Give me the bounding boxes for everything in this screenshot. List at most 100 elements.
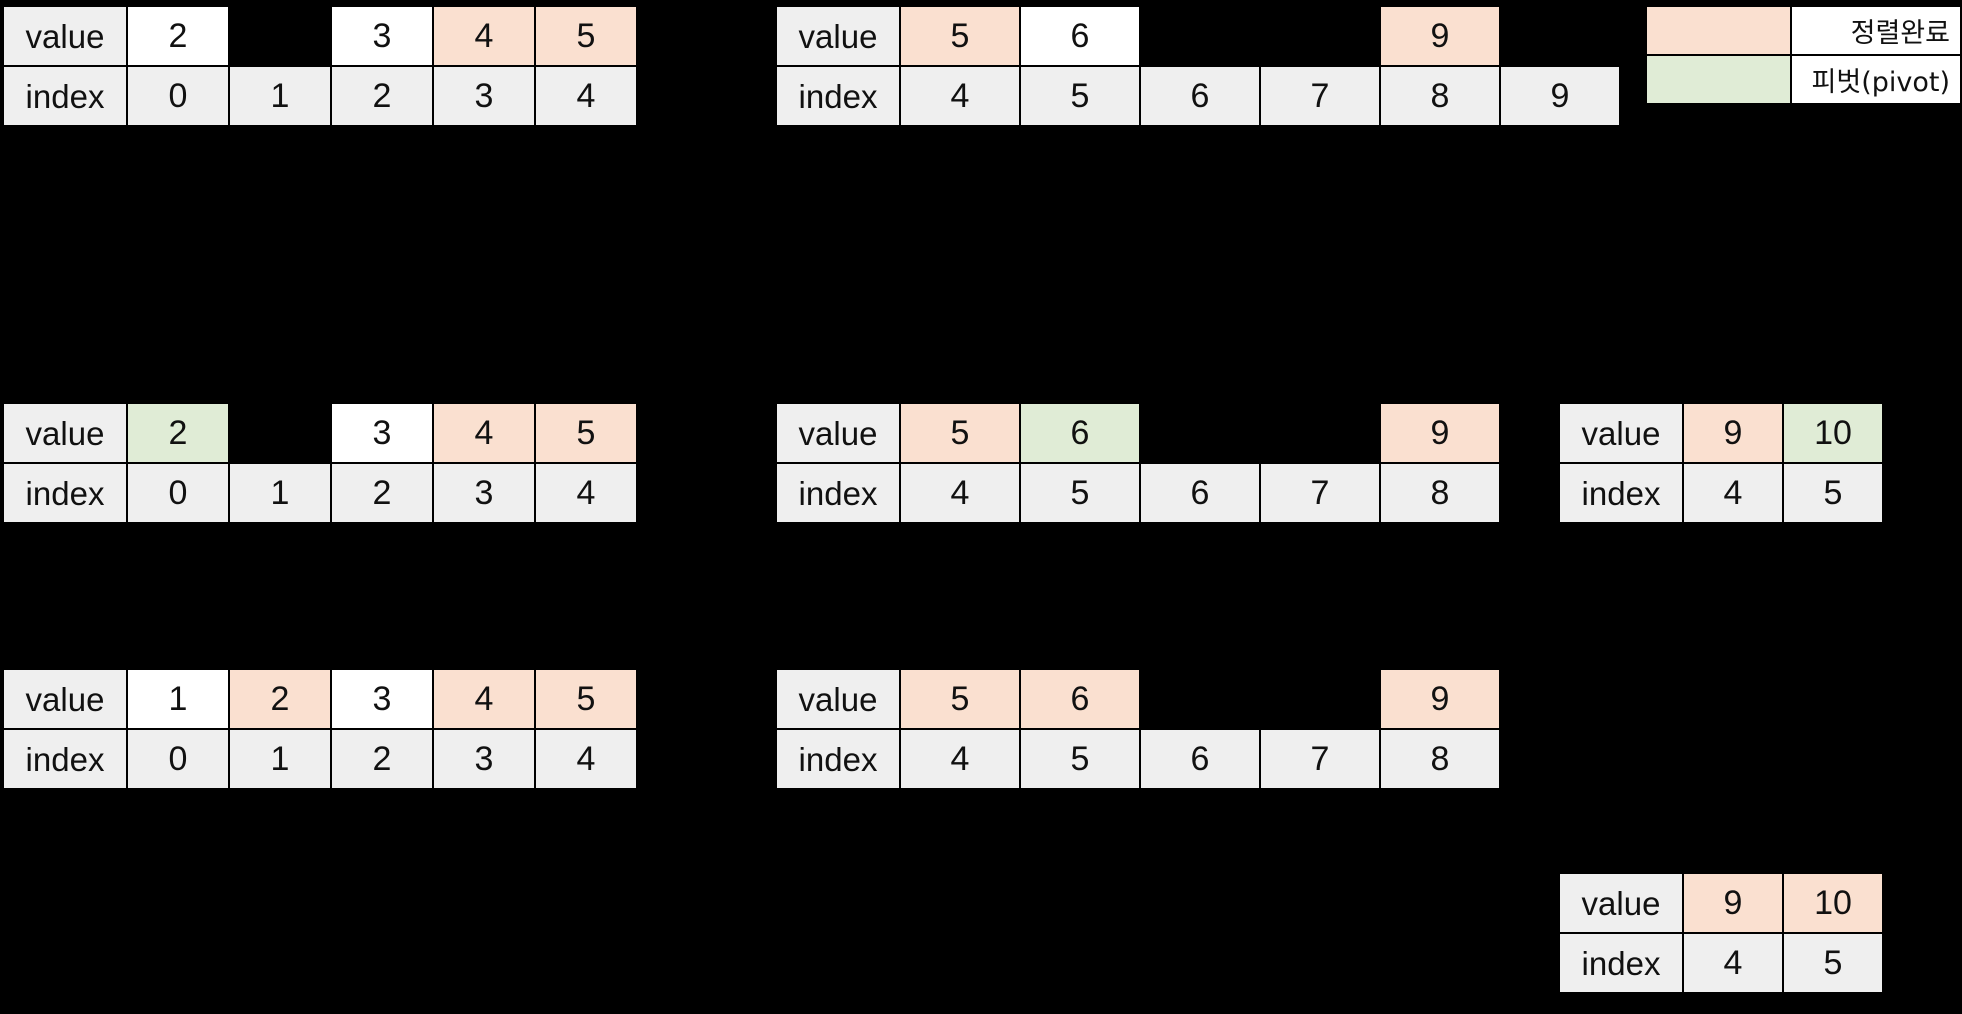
- value-cell: [1259, 668, 1381, 730]
- index-cell: 3: [432, 65, 536, 127]
- value-row-label: value: [2, 668, 128, 730]
- index-cell: 9: [1499, 65, 1621, 127]
- index-cell: 0: [126, 65, 230, 127]
- value-cell: [228, 402, 332, 464]
- index-cell: 4: [899, 728, 1021, 790]
- value-cell: [228, 5, 332, 67]
- value-cell: 5: [534, 402, 638, 464]
- value-cell: 9: [1379, 5, 1501, 67]
- value-cell: [1259, 5, 1381, 67]
- index-row-label: index: [775, 462, 901, 524]
- value-cell: [1139, 668, 1261, 730]
- value-cell: 2: [126, 5, 230, 67]
- value-cell: 5: [534, 668, 638, 730]
- index-cell: 2: [330, 462, 434, 524]
- legend-row: 피벗(pivot): [1644, 54, 1962, 105]
- index-cell: 7: [1259, 65, 1381, 127]
- value-cell: 4: [432, 668, 536, 730]
- value-cell: 9: [1682, 872, 1784, 934]
- legend-label: 피벗(pivot): [1790, 54, 1962, 105]
- index-cell: 5: [1782, 462, 1884, 524]
- value-cell: 6: [1019, 5, 1141, 67]
- index-cell: 7: [1259, 728, 1381, 790]
- index-row-label: index: [1558, 932, 1684, 994]
- value-cell: 5: [534, 5, 638, 67]
- value-cell: 3: [330, 668, 434, 730]
- index-row-label: index: [2, 462, 128, 524]
- value-row-label: value: [1558, 402, 1684, 464]
- legend-swatch-pivot: [1644, 54, 1793, 105]
- value-cell: 10: [1782, 402, 1884, 464]
- index-cell: 3: [432, 462, 536, 524]
- index-cell: 0: [126, 728, 230, 790]
- index-cell: 4: [1682, 932, 1784, 994]
- value-cell: 10: [1782, 872, 1884, 934]
- value-cell: 4: [432, 402, 536, 464]
- index-cell: 4: [899, 462, 1021, 524]
- index-cell: 1: [228, 65, 332, 127]
- value-cell: [1139, 402, 1261, 464]
- value-cell: 5: [899, 402, 1021, 464]
- index-cell: 4: [534, 728, 638, 790]
- index-cell: 5: [1782, 932, 1884, 994]
- value-row-label: value: [775, 668, 901, 730]
- value-cell: 2: [228, 668, 332, 730]
- legend-label: 정렬완료: [1790, 5, 1962, 56]
- index-cell: 8: [1379, 462, 1501, 524]
- index-cell: 2: [330, 65, 434, 127]
- value-cell: 5: [899, 5, 1021, 67]
- value-cell: 4: [432, 5, 536, 67]
- value-row-label: value: [2, 5, 128, 67]
- index-cell: 1: [228, 728, 332, 790]
- value-cell: [1499, 5, 1621, 67]
- index-cell: 6: [1139, 462, 1261, 524]
- index-cell: 8: [1379, 728, 1501, 790]
- index-cell: 5: [1019, 462, 1141, 524]
- index-cell: 0: [126, 462, 230, 524]
- index-cell: 1: [228, 462, 332, 524]
- index-cell: 8: [1379, 65, 1501, 127]
- legend-row: 정렬완료: [1644, 5, 1962, 56]
- value-row-label: value: [775, 5, 901, 67]
- value-cell: 5: [899, 668, 1021, 730]
- index-row-label: index: [2, 728, 128, 790]
- index-row-label: index: [775, 728, 901, 790]
- value-cell: 9: [1682, 402, 1784, 464]
- index-row-label: index: [1558, 462, 1684, 524]
- legend-swatch-sorted: [1644, 5, 1793, 56]
- index-cell: 4: [1682, 462, 1784, 524]
- value-row-label: value: [775, 402, 901, 464]
- index-cell: 4: [534, 65, 638, 127]
- index-cell: 2: [330, 728, 434, 790]
- index-cell: 3: [432, 728, 536, 790]
- index-row-label: index: [775, 65, 901, 127]
- index-row-label: index: [2, 65, 128, 127]
- value-cell: 6: [1019, 668, 1141, 730]
- value-cell: 9: [1379, 668, 1501, 730]
- index-cell: 6: [1139, 728, 1261, 790]
